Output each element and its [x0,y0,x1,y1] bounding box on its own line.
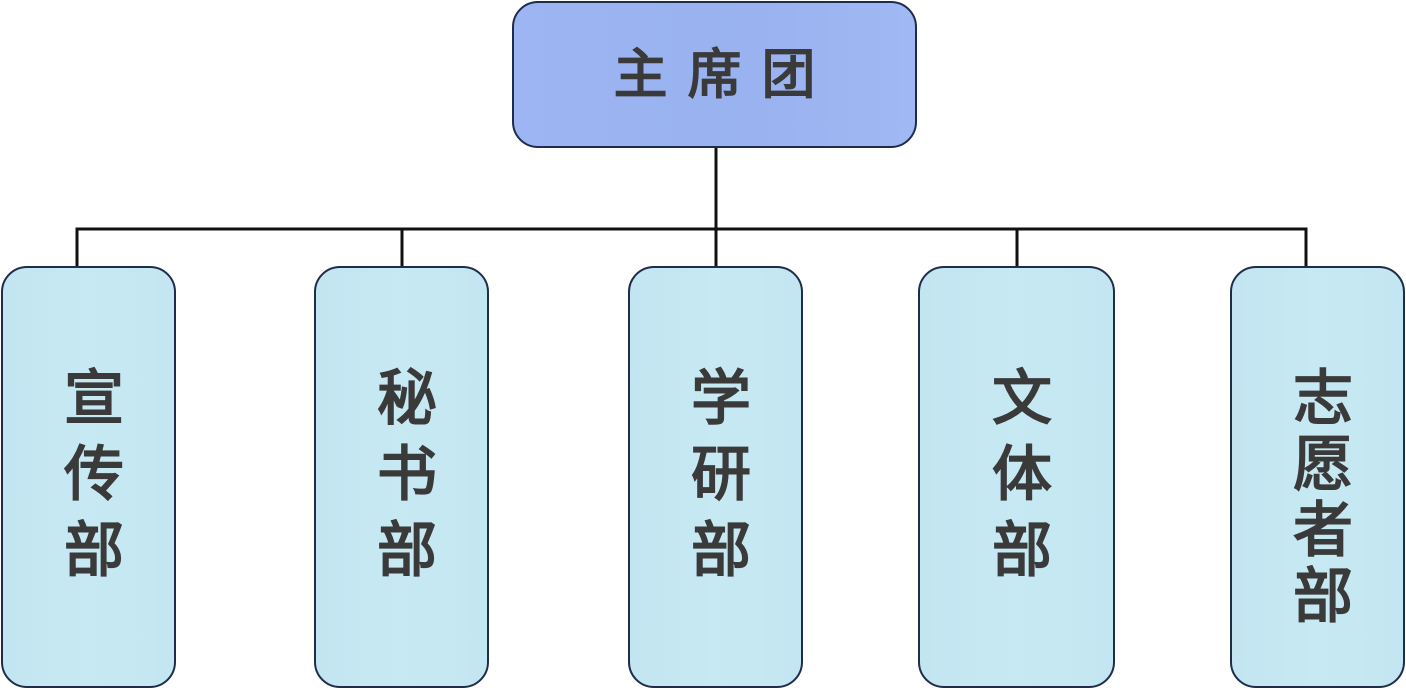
department-node-3: 学研部 [628,266,803,688]
root-node-label: 主席团 [613,42,836,106]
department-node-5: 志愿者部 [1230,266,1405,688]
department-label: 学研部 [680,366,751,594]
root-node: 主席团 [512,1,917,148]
department-label: 志愿者部 [1282,366,1353,630]
department-label: 秘书部 [366,366,437,594]
department-node-2: 秘书部 [314,266,489,688]
department-label: 宣传部 [53,366,124,594]
department-label: 文体部 [981,366,1052,594]
department-node-1: 宣传部 [1,266,176,688]
department-node-4: 文体部 [918,266,1115,688]
